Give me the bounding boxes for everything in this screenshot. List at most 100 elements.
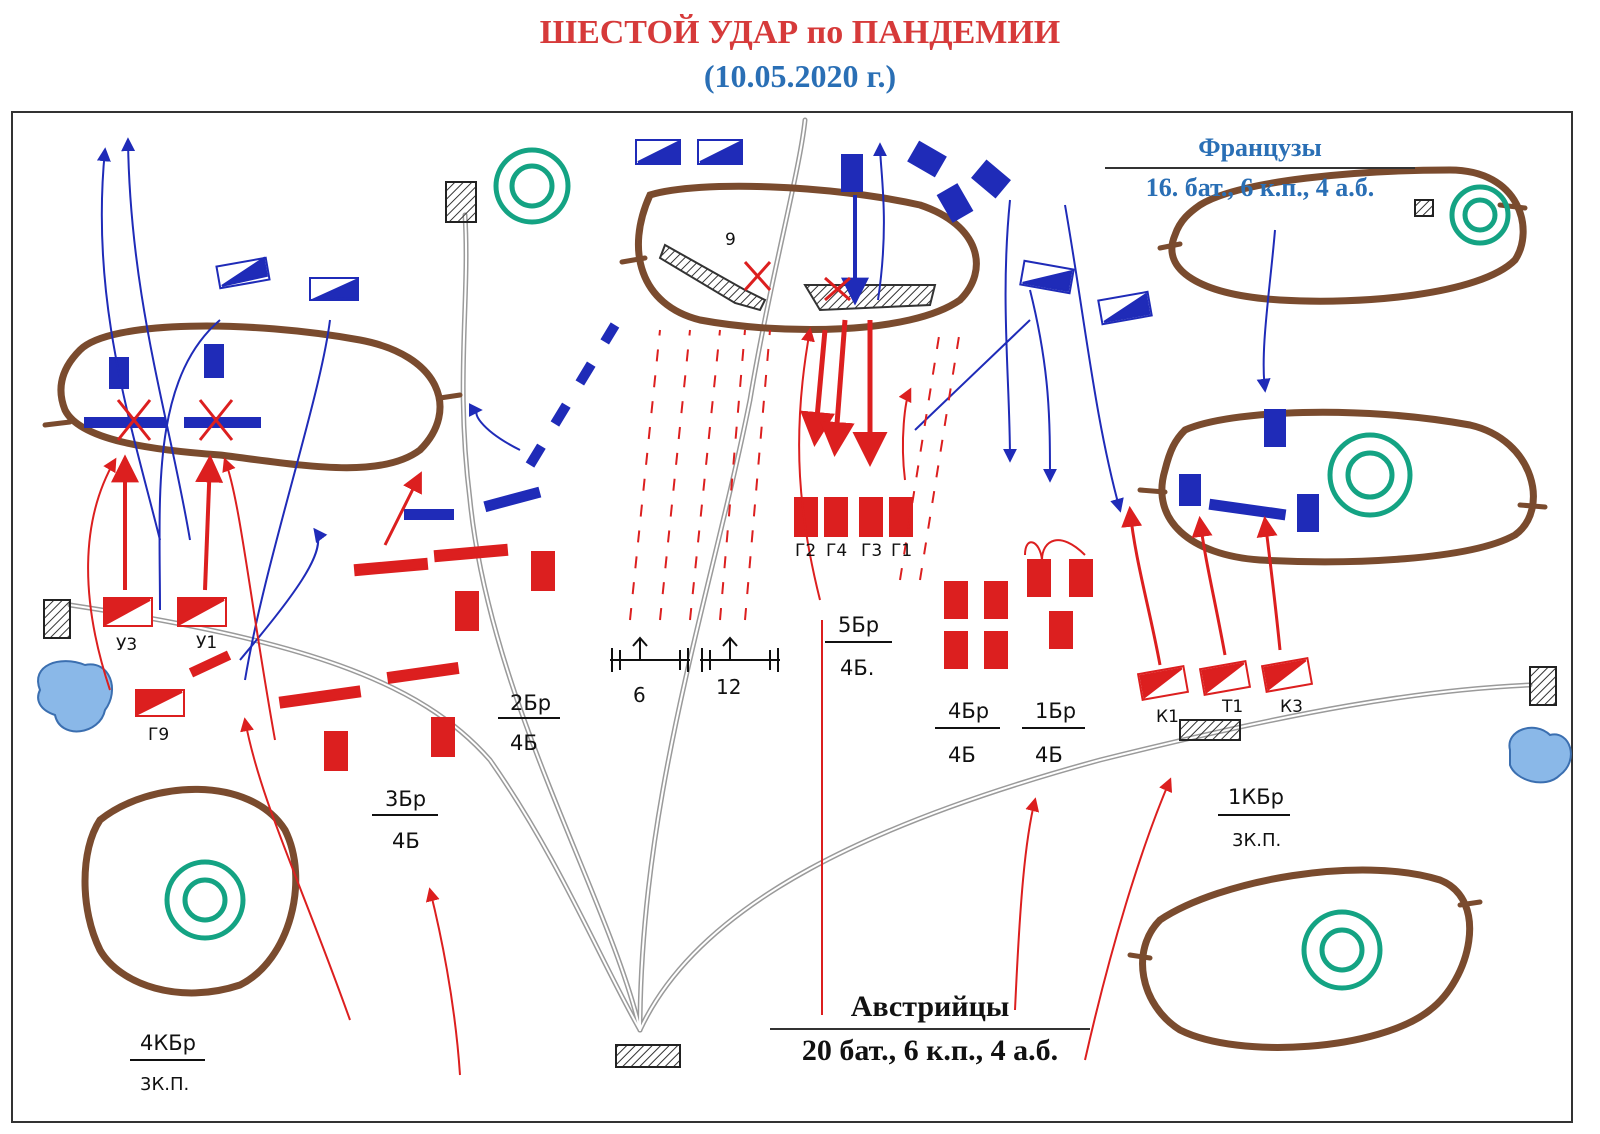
village-center-e <box>1179 719 1241 741</box>
austrian-battalion <box>859 497 883 537</box>
map-frame <box>11 111 1573 1123</box>
french-battalion <box>184 417 261 428</box>
artillery-fire <box>629 329 961 621</box>
svg-text:5Бр: 5Бр <box>838 613 879 637</box>
austrian-battalion <box>1069 559 1093 597</box>
french-battalion <box>1264 409 1286 447</box>
svg-text:4Б: 4Б <box>948 743 976 767</box>
hills <box>57 166 1537 1051</box>
austrian-battalion <box>984 631 1008 669</box>
unit-label-u1: У1 <box>196 633 217 653</box>
village-s <box>615 1044 681 1068</box>
formation-kb4: 4КБр 3К.П. <box>130 1031 205 1095</box>
french-stats: 16. бат., 6 к.п., 4 а.б. <box>1105 167 1415 203</box>
austrian-battalion <box>1049 611 1073 649</box>
svg-text:4Б.: 4Б. <box>840 656 874 680</box>
pond-east <box>1508 726 1572 784</box>
hill-sw <box>81 785 300 997</box>
french-units <box>84 139 1319 532</box>
forest-sw <box>164 859 246 941</box>
austrian-battalion <box>278 685 362 709</box>
svg-text:4Бр: 4Бр <box>948 699 989 723</box>
austrian-battalion <box>531 551 555 591</box>
casualty-marks <box>116 261 851 441</box>
ponds <box>37 660 1572 784</box>
austrian-battalion <box>984 581 1008 619</box>
french-battalion <box>841 154 863 192</box>
hill-right <box>1158 408 1537 566</box>
unit-label-9: 9 <box>725 230 736 250</box>
austrian-battalion <box>889 497 913 537</box>
svg-text:3К.П.: 3К.П. <box>140 1074 189 1095</box>
unit-label-k3: К3 <box>1280 697 1303 717</box>
austrian-battalion <box>824 497 848 537</box>
formation-b1: 1Бр 4Б <box>1022 699 1085 767</box>
french-battalion <box>84 417 166 428</box>
villages <box>43 181 1557 1068</box>
french-battalion <box>971 159 1011 199</box>
french-battalion <box>204 344 224 378</box>
french-battalion <box>1208 498 1287 521</box>
unit-label-u3: У3 <box>116 635 137 655</box>
artillery-batteries <box>610 636 780 672</box>
forest-se <box>1301 909 1383 991</box>
french-battalion <box>936 183 974 223</box>
austrian-battalion <box>324 731 348 771</box>
formation-kb1: 1КБр 3К.П. <box>1218 785 1290 851</box>
svg-text:2Бр: 2Бр <box>510 691 551 715</box>
unit-label-t1: Т1 <box>1221 697 1243 717</box>
austrian-battalion <box>353 557 429 577</box>
unit-label-g1: Г1 <box>891 541 912 561</box>
austrian-summary: Австрийцы 20 бат., 6 к.п., 4 а.б. <box>770 990 1090 1068</box>
battery-label-6: 6 <box>633 683 646 707</box>
svg-text:1КБр: 1КБр <box>1228 785 1284 809</box>
french-name: Французы <box>1198 133 1322 162</box>
forest-ne <box>1449 184 1511 246</box>
austrian-battalion <box>386 662 460 684</box>
formation-b4: 4Бр 4Б <box>935 699 1000 767</box>
formation-b2: 2Бр 4Б <box>498 691 560 755</box>
pond-west <box>37 660 114 733</box>
trenches <box>658 243 937 312</box>
svg-text:3Бр: 3Бр <box>385 787 426 811</box>
trench-left <box>658 243 767 312</box>
formation-b5: 5Бр 4Б. <box>825 613 892 680</box>
austrian-battalion <box>944 631 968 669</box>
unit-label-g3: Г3 <box>861 541 882 561</box>
french-battalion <box>1179 474 1201 506</box>
hill-top-center <box>634 182 980 334</box>
french-battalion <box>404 509 454 520</box>
austrian-battalion <box>455 591 479 631</box>
forest-right <box>1327 432 1413 518</box>
svg-text:3К.П.: 3К.П. <box>1232 830 1281 851</box>
austrian-arrows <box>87 319 1282 1076</box>
svg-text:4Б: 4Б <box>510 731 538 755</box>
forest-top <box>493 147 571 225</box>
french-retreat-line <box>525 322 620 468</box>
village-ne <box>1414 199 1434 217</box>
svg-text:4Б: 4Б <box>392 829 420 853</box>
unit-label-k1: К1 <box>1156 707 1179 727</box>
hill-se <box>1139 866 1474 1051</box>
austrian-battalion <box>944 581 968 619</box>
trench-right <box>803 284 937 312</box>
austrian-battalion <box>1027 559 1051 597</box>
hill-left <box>57 322 444 472</box>
unit-label-g2: Г2 <box>795 541 816 561</box>
french-battalion <box>1297 494 1319 532</box>
austrian-battalion <box>188 650 232 678</box>
svg-text:1Бр: 1Бр <box>1035 699 1076 723</box>
village-w <box>43 599 71 639</box>
roads <box>67 117 1533 1033</box>
page-title: ШЕСТОЙ УДАР по ПАНДЕМИИ <box>539 14 1061 51</box>
hill-ne <box>1168 166 1527 305</box>
forests <box>164 147 1511 991</box>
formation-b3: 3Бр 4Б <box>372 787 438 853</box>
battery-label-12: 12 <box>716 675 741 699</box>
austrian-stats: 20 бат., 6 к.п., 4 а.б. <box>770 1028 1090 1068</box>
unit-label-g4: Г4 <box>826 541 847 561</box>
french-summary: Французы 16. бат., 6 к.п., 4 а.б. <box>1105 133 1415 203</box>
french-arrows <box>96 137 1276 681</box>
unit-label-g9: Г9 <box>148 725 169 745</box>
